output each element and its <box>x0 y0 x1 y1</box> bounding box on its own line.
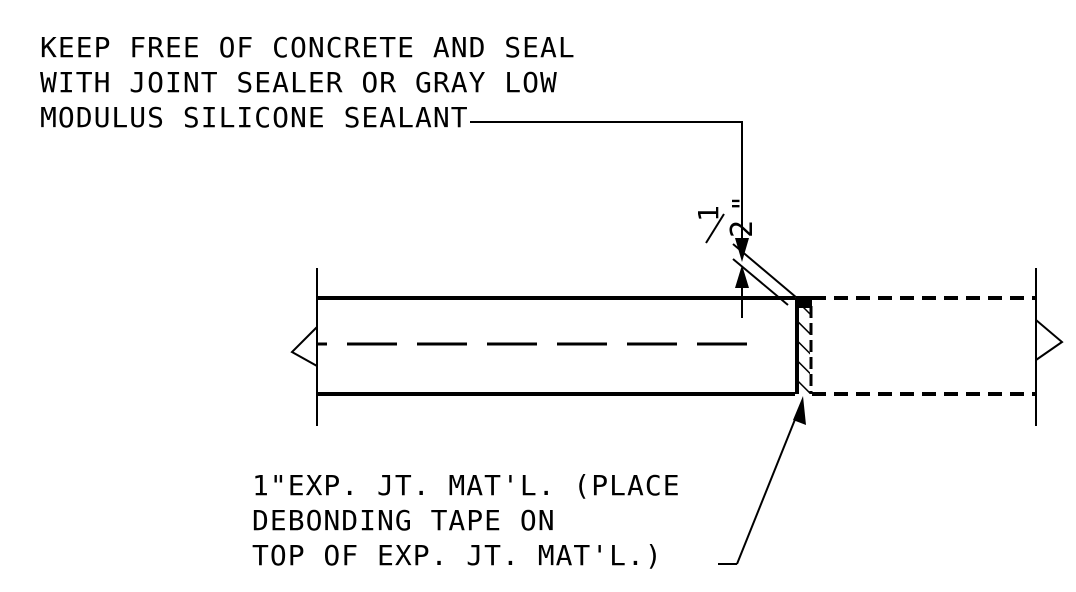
bottom-note-line-2: DEBONDING TAPE ON <box>252 504 556 537</box>
dimension-numerator: 1 <box>692 205 725 222</box>
top-note-line-2: WITH JOINT SEALER OR GRAY LOW <box>40 66 558 99</box>
top-note-line-3: MODULUS SILICONE SEALANT <box>40 101 469 134</box>
bottom-leader-arrowhead <box>793 396 806 425</box>
dimension-denominator: 2 <box>725 220 760 238</box>
right-break-symbol <box>1035 319 1064 361</box>
fraction-bar <box>705 213 725 244</box>
dimension-inch-mark: " <box>726 195 759 212</box>
bottom-note-line-3: TOP OF EXP. JT. MAT'L.) <box>252 539 663 572</box>
lower-dimension-arrowhead <box>735 265 749 288</box>
top-leader-arrowhead <box>735 238 749 262</box>
top-note: KEEP FREE OF CONCRETE AND SEAL WITH JOIN… <box>40 31 576 134</box>
left-break-symbol <box>290 326 318 375</box>
left-slab <box>290 268 795 426</box>
top-note-leader <box>470 121 743 257</box>
dimension-half-inch: 1 2 " <box>692 195 760 244</box>
bottom-note-leader <box>736 406 801 565</box>
top-note-line-1: KEEP FREE OF CONCRETE AND SEAL <box>40 31 576 64</box>
bottom-note-line-1: 1"EXP. JT. MAT'L. (PLACE <box>252 469 681 502</box>
joint-sealant <box>796 296 812 308</box>
right-slab <box>812 268 1064 426</box>
extension-line-top <box>732 243 798 299</box>
expansion-joint <box>795 296 813 394</box>
joint-filler-hatch <box>797 298 810 394</box>
bottom-note: 1"EXP. JT. MAT'L. (PLACE DEBONDING TAPE … <box>252 469 681 572</box>
